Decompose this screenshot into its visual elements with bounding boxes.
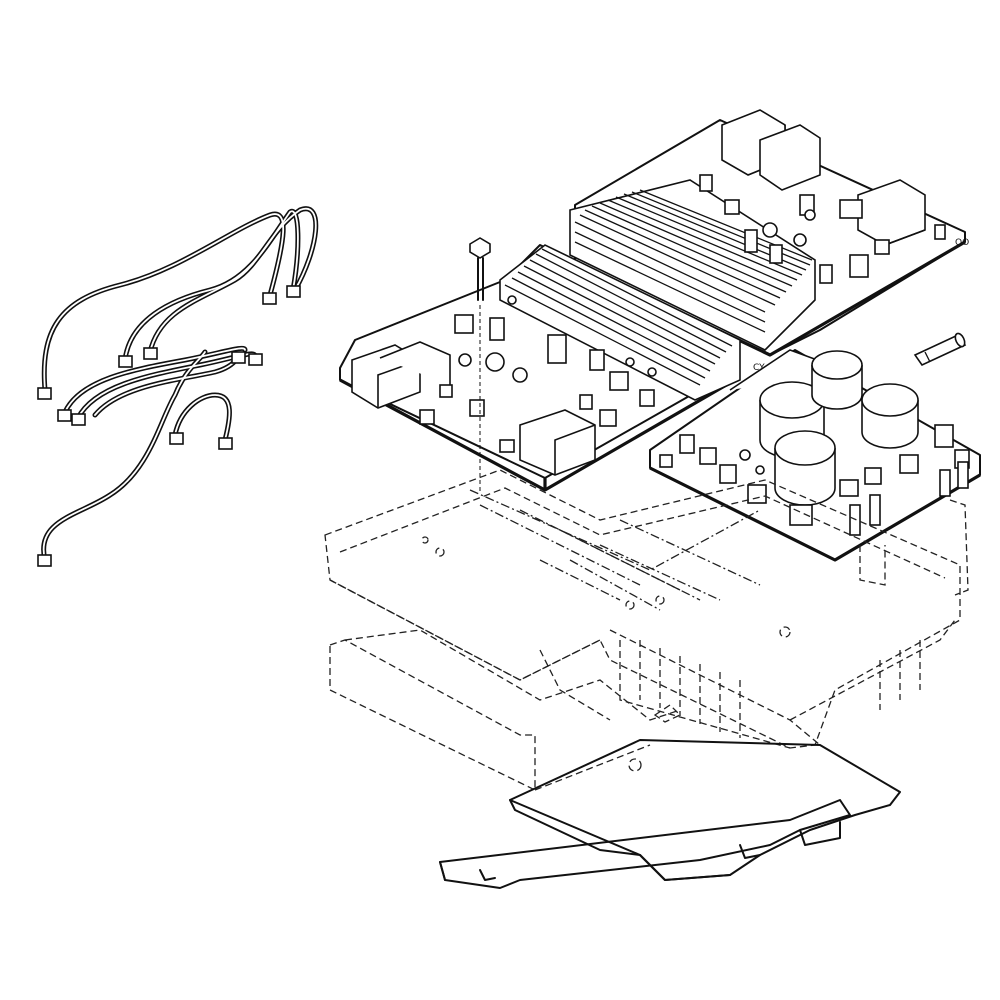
wire-harness[interactable] — [37, 206, 319, 567]
mounting-bracket[interactable] — [439, 739, 901, 889]
mounting-screw[interactable] — [469, 237, 491, 492]
capacitor — [774, 430, 836, 506]
board-marking-oo: OO — [955, 238, 969, 248]
capacitor — [811, 350, 863, 410]
capacitor — [861, 383, 919, 449]
board-tray[interactable] — [324, 469, 969, 749]
heatsink-fins — [504, 248, 733, 386]
fuse[interactable] — [913, 332, 967, 367]
control-board-main[interactable] — [339, 244, 741, 492]
bottom-cover — [329, 629, 682, 792]
control-board-rear[interactable]: CY OO — [569, 109, 969, 373]
board-marking-cy: CY — [753, 363, 765, 373]
tray-vent-slots — [639, 640, 921, 738]
power-board-capacitors[interactable] — [649, 349, 981, 562]
